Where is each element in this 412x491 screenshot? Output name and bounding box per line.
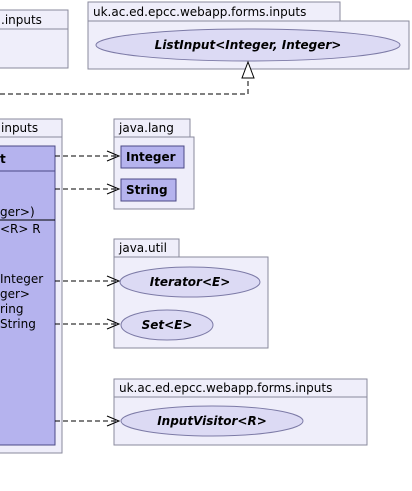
package-left-top-body [0,28,69,69]
package-java-lang: java.lang Integer String [113,118,195,210]
dependency-input-visitor [55,415,121,427]
package-bottom-right-label: uk.ac.ed.epcc.webapp.forms.inputs [119,381,332,395]
class-string[interactable] [120,178,177,202]
interface-input-visitor[interactable] [120,405,304,437]
arrow-head [106,150,121,162]
main-class-member: ring [0,302,24,316]
realization-triangle [241,60,255,79]
dependency-iterator [55,275,121,287]
arrow-head [106,415,121,427]
main-class-member: ger> [0,287,30,301]
package-java-util: java.util Iterator<E> Set<E> [113,238,269,349]
package-top-right-label: uk.ac.ed.epcc.webapp.forms.inputs [93,5,306,19]
package-java-util-label: java.util [118,241,167,255]
dependency-integer [55,150,121,162]
package-left-top-label: .inputs [1,13,42,27]
main-class-name: t [0,152,6,166]
interface-set[interactable] [120,309,214,341]
arrow-head [106,183,121,195]
package-left-top: .inputs [0,9,69,69]
dependency-string [55,183,121,195]
main-class-member: String [0,317,36,331]
package-bottom-right: uk.ac.ed.epcc.webapp.forms.inputs InputV… [113,378,368,446]
class-string-name: String [126,183,168,197]
interface-input-visitor-name: InputVisitor<R> [157,414,267,428]
package-top-right: uk.ac.ed.epcc.webapp.forms.inputs ListIn… [87,1,410,70]
class-integer[interactable] [120,145,185,169]
interface-list-input-name: ListInput<Integer, Integer> [155,38,342,52]
main-class-member: Integer [0,272,43,286]
class-integer-name: Integer [126,150,176,164]
main-class-box[interactable] [0,145,56,446]
interface-set-name: Set<E> [142,318,193,332]
interface-iterator-name: Iterator<E> [150,275,231,289]
main-class-member: <R> R [0,222,41,236]
dependency-set [55,318,121,330]
package-left-main: inputs t ger>) <R> R Integer ger> ring S… [0,118,63,454]
realization-line [0,78,249,95]
realization-list-input [0,60,255,95]
arrow-head [106,318,121,330]
arrow-head [106,275,121,287]
interface-iterator[interactable] [119,266,261,298]
package-left-main-label: inputs [1,121,38,135]
main-class-member: ger>) [0,205,35,219]
package-java-lang-label: java.lang [118,121,174,135]
